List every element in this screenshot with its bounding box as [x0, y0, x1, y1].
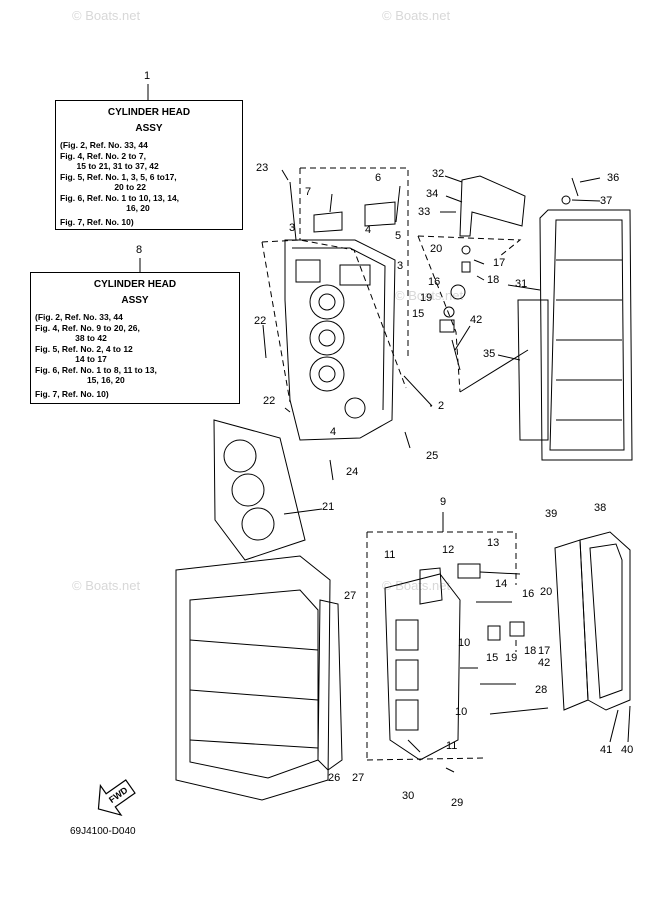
ref-line: Fig. 5, Ref. No. 1, 3, 5, 6 to17,: [60, 171, 177, 182]
ref-line: 15, 16, 20: [35, 375, 125, 385]
callout-42: 42: [538, 657, 551, 669]
ref-line: (Fig. 2, Ref. No. 33, 44: [60, 140, 148, 150]
callout-33: 33: [418, 206, 431, 218]
cylinder-head-assy-box-1: CYLINDER HEAD ASSY (Fig. 2, Ref. No. 33,…: [55, 100, 243, 230]
callout-18: 18: [487, 274, 500, 286]
callout-20: 20: [430, 243, 443, 255]
callout-17: 17: [493, 257, 506, 269]
callout-5: 5: [395, 230, 402, 242]
callout-number-1: 1: [144, 70, 151, 82]
callout-13: 13: [487, 537, 500, 549]
callout-22: 22: [263, 395, 276, 407]
callout-9: 9: [440, 496, 447, 508]
ref-line: Fig. 4, Ref. No. 9 to 20, 26,: [35, 322, 140, 333]
fwd-arrow: [97, 779, 136, 817]
ref-line: Fig. 7, Ref. No. 10): [60, 216, 134, 227]
callout-38: 38: [594, 502, 607, 514]
ref-line: Fig. 6, Ref. No. 1 to 10, 13, 14,: [60, 192, 180, 203]
callout-12: 12: [442, 544, 455, 556]
box-subtitle: ASSY: [121, 295, 149, 306]
callout-30: 30: [402, 790, 415, 802]
callout-39: 39: [545, 508, 558, 520]
callout-14: 14: [495, 578, 508, 590]
callout-11: 11: [384, 549, 396, 561]
callout-16: 16: [428, 276, 441, 288]
callout-27: 27: [352, 772, 365, 784]
callout-41: 41: [600, 744, 613, 756]
callout-10: 10: [455, 706, 468, 718]
ref-line: Fig. 5, Ref. No. 2, 4 to 12: [35, 343, 133, 354]
ref-line: Fig. 6, Ref. No. 1 to 8, 11 to 13,: [35, 364, 157, 375]
callout-3: 3: [397, 260, 404, 272]
callout-35: 35: [483, 348, 496, 360]
ref-line: Fig. 4, Ref. No. 2 to 7,: [60, 150, 146, 161]
watermark: © Boats.net: [382, 8, 451, 23]
ref-line: 20 to 22: [60, 182, 146, 192]
callout-28: 28: [535, 684, 548, 696]
callout-25: 25: [426, 450, 439, 462]
callout-7: 7: [305, 186, 312, 198]
callout-6: 6: [375, 172, 382, 184]
callout-36: 36: [607, 172, 620, 184]
callout-4: 4: [330, 426, 337, 438]
watermark: © Boats.net: [72, 8, 141, 23]
callout-16: 16: [522, 588, 535, 600]
ref-line: Fig. 7, Ref. No. 10): [35, 388, 109, 399]
callout-3: 3: [289, 222, 296, 234]
callout-21: 21: [322, 501, 335, 513]
ref-line: 16, 20: [60, 203, 150, 213]
callout-17: 17: [538, 645, 551, 657]
ref-line: 38 to 42: [35, 333, 107, 343]
callout-27: 27: [344, 590, 357, 602]
box-subtitle: ASSY: [135, 123, 163, 134]
callout-11: 11: [446, 740, 458, 752]
callout-19: 19: [505, 652, 518, 664]
callout-40: 40: [621, 744, 634, 756]
callout-15: 15: [486, 652, 499, 664]
callout-29: 29: [451, 797, 464, 809]
callout-26: 26: [328, 772, 341, 784]
watermark: © Boats.net: [395, 288, 464, 303]
watermark: © Boats.net: [72, 578, 141, 593]
callout-2: 2: [438, 400, 445, 412]
callout-24: 24: [346, 466, 359, 478]
ref-line: 14 to 17: [35, 354, 107, 364]
box-title: CYLINDER HEAD: [107, 107, 191, 118]
callout-10: 10: [458, 637, 471, 649]
callout-31: 31: [515, 278, 528, 290]
diagram-code: 69J4100-D040: [70, 826, 136, 837]
ref-line: 15 to 21, 31 to 37, 42: [60, 161, 159, 171]
watermark: © Boats.net: [382, 578, 451, 593]
cylinder-head-assy-box-8: CYLINDER HEAD ASSY (Fig. 2, Ref. No. 33,…: [30, 272, 240, 404]
callout-4: 4: [365, 224, 372, 236]
callout-19: 19: [420, 292, 433, 304]
callout-32: 32: [432, 168, 445, 180]
box-title: CYLINDER HEAD: [93, 279, 177, 290]
callout-18: 18: [524, 645, 537, 657]
callout-42: 42: [470, 314, 483, 326]
callout-20: 20: [540, 586, 553, 598]
callout-23: 23: [256, 162, 269, 174]
callout-number-8: 8: [136, 244, 143, 256]
ref-line: (Fig. 2, Ref. No. 33, 44: [35, 312, 123, 322]
callout-34: 34: [426, 188, 439, 200]
callout-15: 15: [412, 308, 425, 320]
callout-37: 37: [600, 195, 613, 207]
callout-22: 22: [254, 315, 267, 327]
